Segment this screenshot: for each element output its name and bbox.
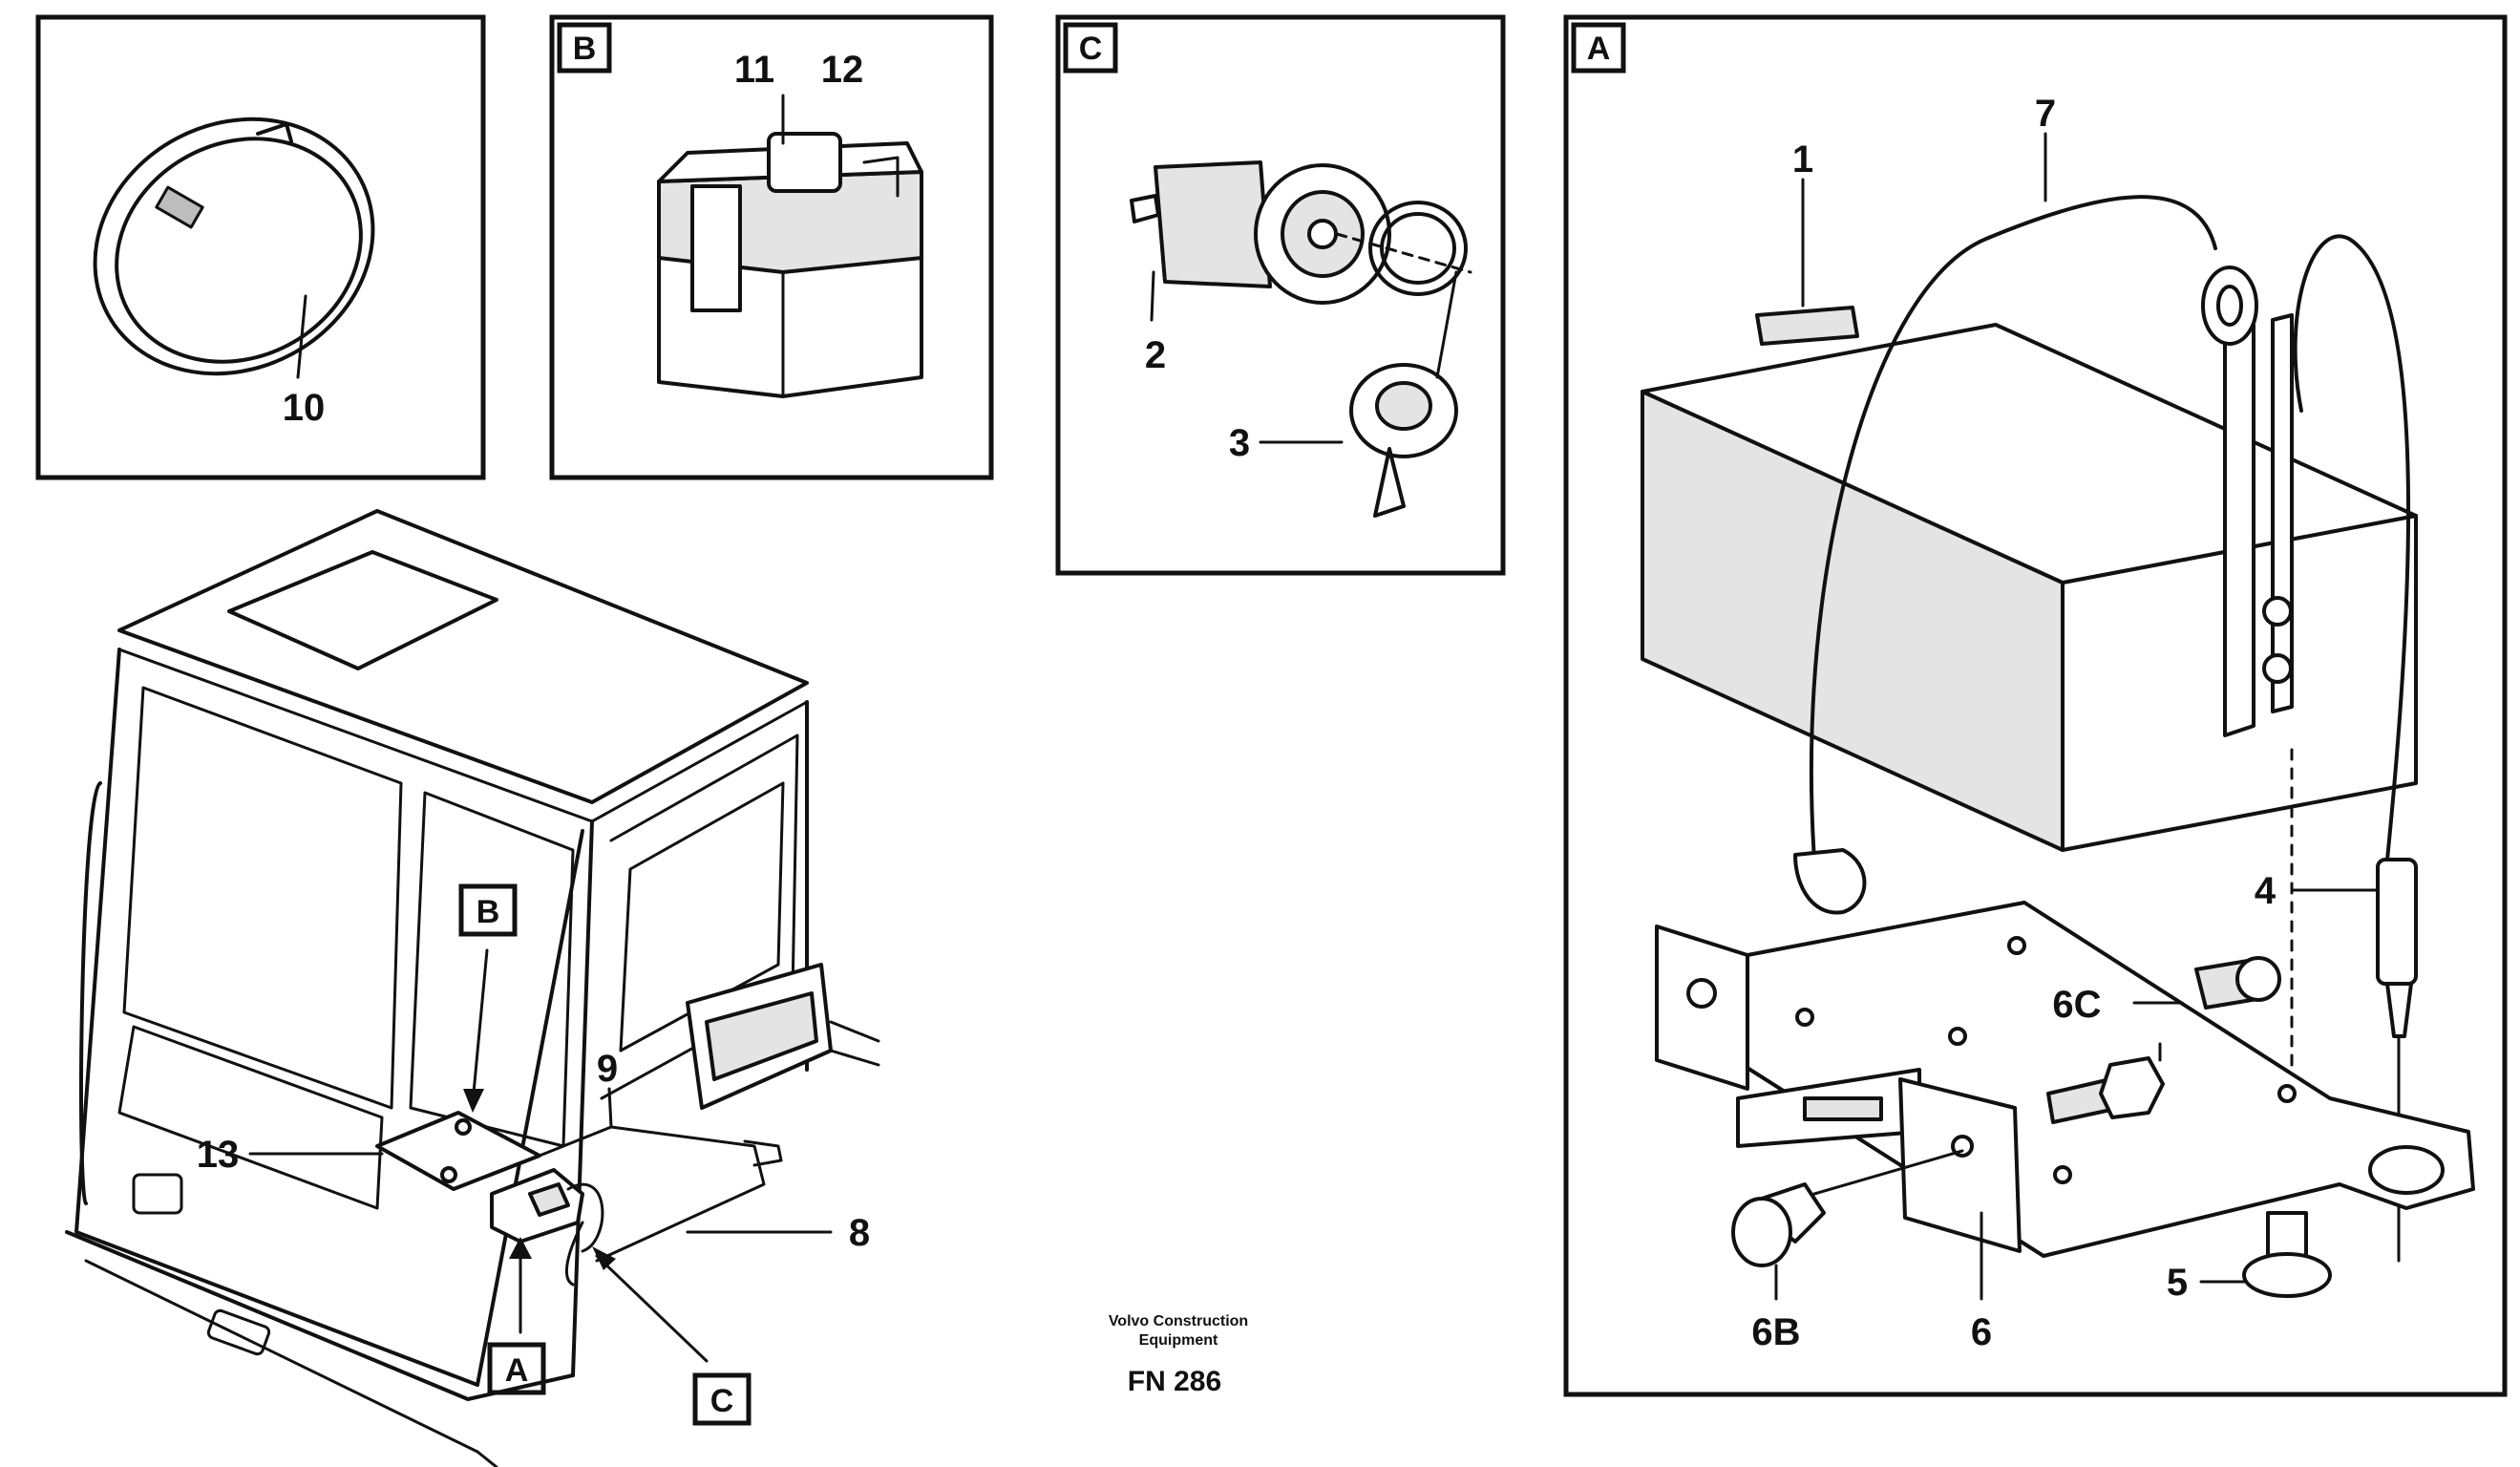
socket-drawing <box>1130 160 1472 518</box>
cab-tag-b: B <box>476 894 500 930</box>
cab-overview: B A C 13 9 8 <box>65 509 880 1467</box>
maker-line-1: Volvo Construction <box>1109 1313 1248 1329</box>
cab-drawing <box>65 509 880 1467</box>
callout-7: 7 <box>2035 93 2056 135</box>
leader-10 <box>296 294 307 379</box>
arrow-a-head <box>509 1237 532 1259</box>
detail-b-tag: B <box>573 31 597 67</box>
callout-6b: 6B <box>1751 1311 1800 1353</box>
callout-13: 13 <box>197 1134 240 1176</box>
callout-3: 3 <box>1229 422 1250 464</box>
callout-10: 10 <box>283 387 326 429</box>
leader-2 <box>1150 270 1155 322</box>
callout-11: 11 <box>734 49 774 91</box>
maker-line-2: Equipment <box>1139 1332 1218 1349</box>
cab-tag-b-frame <box>458 883 518 937</box>
detail-a-panel: A <box>1563 14 2508 1397</box>
detail-c-tag: C <box>1079 31 1103 67</box>
cab-tag-a-frame <box>487 1342 546 1395</box>
figure-code: FN 286 <box>1128 1366 1221 1397</box>
callout-1: 1 <box>1792 138 1813 181</box>
callout-12: 12 <box>821 49 864 91</box>
callout-6c: 6C <box>2052 984 2101 1026</box>
cable-tie-panel: 10 <box>35 14 486 480</box>
callout-4: 4 <box>2255 870 2276 912</box>
leader-9 <box>607 1087 613 1129</box>
detail-c-panel: C 2 3 <box>1055 14 1506 576</box>
arrow-b <box>471 948 489 1105</box>
arrow-c-head <box>592 1246 616 1270</box>
callout-9: 9 <box>597 1048 618 1090</box>
callout-8: 8 <box>849 1212 870 1254</box>
detail-a-tag: A <box>1587 31 1611 67</box>
detail-b-panel: B 11 12 <box>549 14 994 480</box>
cab-tag-a: A <box>505 1352 529 1389</box>
relay-drawing <box>657 132 923 398</box>
bracket-drawing <box>1655 901 2475 1298</box>
cab-tag-c-frame <box>692 1372 752 1426</box>
callout-2: 2 <box>1145 334 1166 376</box>
control-unit-drawing <box>1641 195 2418 1263</box>
drawing-footer: Volvo Construction Equipment FN 286 <box>1109 1313 1248 1397</box>
callout-5: 5 <box>2167 1262 2188 1304</box>
cab-tag-c: C <box>710 1383 734 1419</box>
arrow-b-head <box>463 1089 484 1113</box>
callout-6: 6 <box>1971 1311 1992 1353</box>
cable-tie-drawing <box>93 117 375 376</box>
arrow-c <box>595 1254 709 1363</box>
